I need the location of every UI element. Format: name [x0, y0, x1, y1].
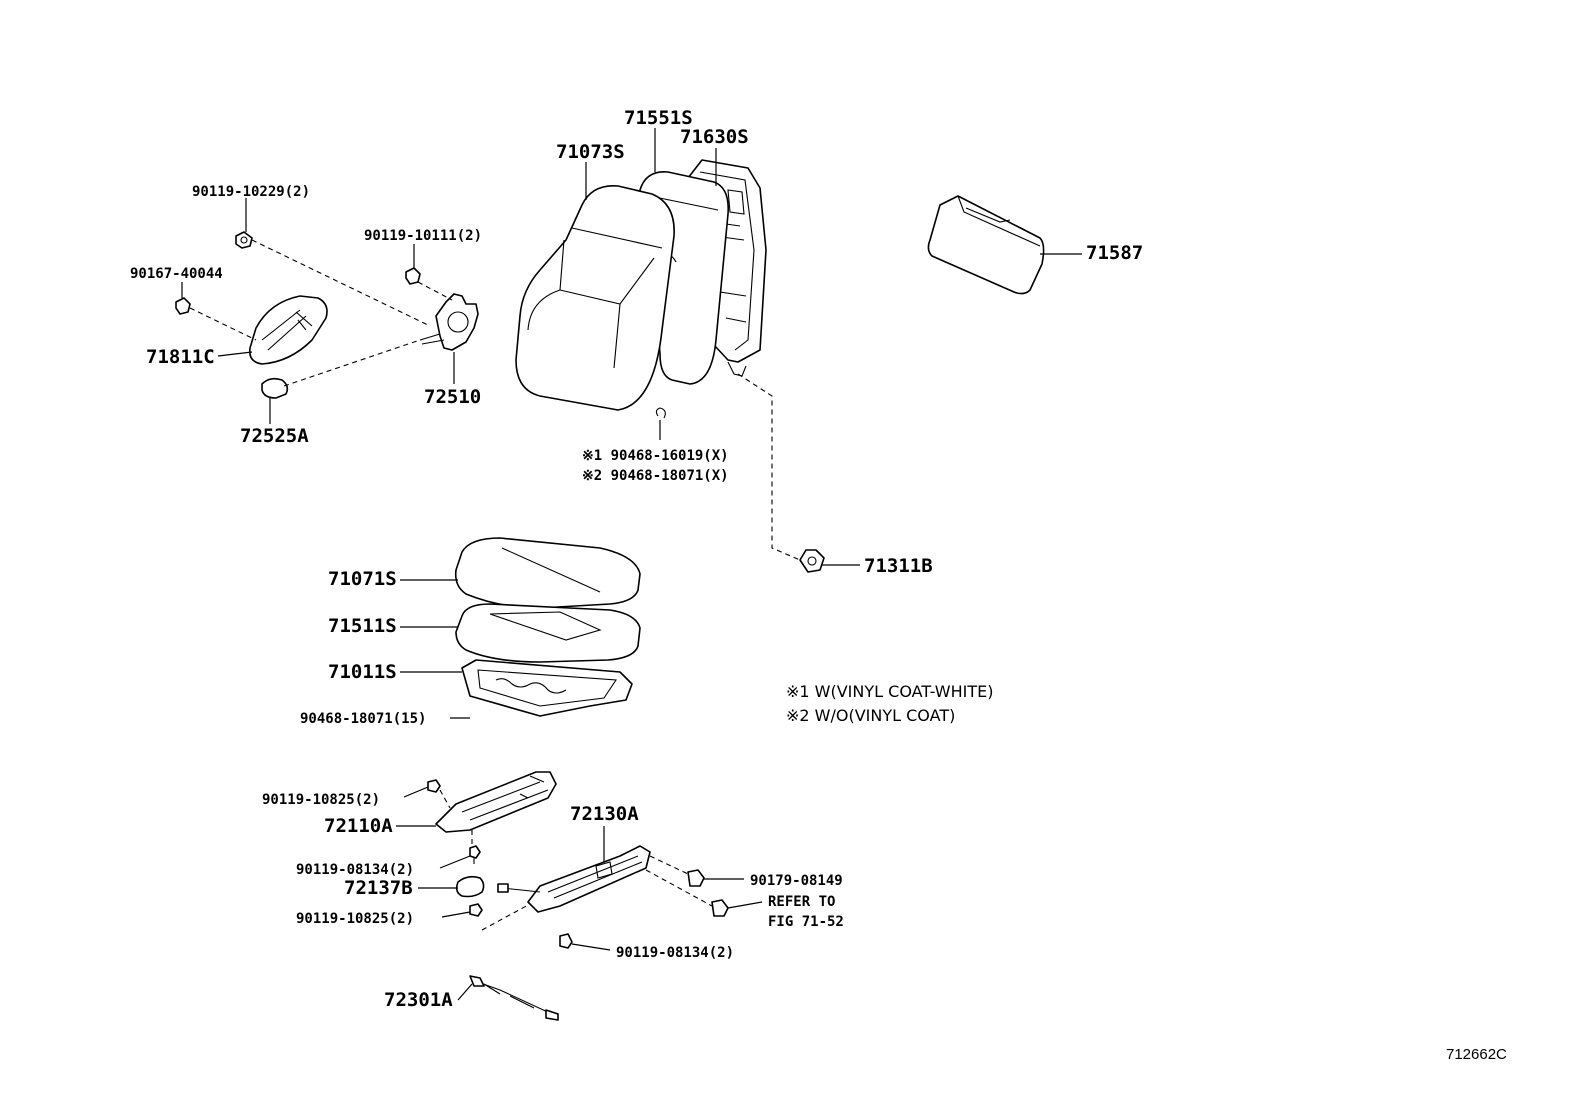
- seat-back-cover-71073s: [515, 185, 675, 411]
- bolt-90119-10229: [235, 231, 253, 249]
- label-90468-18071-15: 90468-18071(15): [300, 711, 426, 727]
- nut-refer-fig-71-52: [711, 899, 729, 917]
- label-72525a: 72525A: [240, 425, 309, 447]
- cover-72137b: [455, 875, 485, 898]
- recliner-cover-71811c: [248, 295, 328, 365]
- label-71630s: 71630S: [680, 126, 749, 148]
- bolt-90119-10111: [405, 267, 421, 285]
- bolt-90119-10825-b: [469, 903, 483, 917]
- label-90119-08134-b: 90119-08134(2): [616, 945, 734, 961]
- bolt-90119-08134-a: [469, 845, 481, 864]
- label-refer-to: REFER TO: [768, 894, 835, 910]
- label-71071s: 71071S: [328, 568, 397, 590]
- label-90119-10825-b: 90119-10825(2): [296, 911, 414, 927]
- nut-90179-08149: [687, 869, 705, 887]
- label-72510: 72510: [424, 386, 481, 408]
- label-90179-08149: 90179-08149: [750, 873, 843, 889]
- label-72301a: 72301A: [384, 989, 453, 1011]
- label-71311b: 71311B: [864, 555, 933, 577]
- label-71587: 71587: [1086, 242, 1143, 264]
- cable-72301a: [469, 975, 559, 1021]
- label-90468-16019: ※1 90468-16019(X): [582, 448, 729, 464]
- seat-track-72130a: [497, 845, 651, 913]
- label-90119-10229: 90119-10229(2): [192, 184, 310, 200]
- note-1: ※1 W(VINYL COAT-WHITE): [786, 682, 993, 701]
- label-71073s: 71073S: [556, 141, 625, 163]
- label-refer-fig: FIG 71-52: [768, 914, 844, 930]
- seat-cushion-frame-71011s: [461, 659, 633, 717]
- recliner-72510: [419, 293, 479, 351]
- label-90119-10111: 90119-10111(2): [364, 228, 482, 244]
- nut-71311b: [799, 549, 825, 573]
- figure-code: 712662C: [1446, 1046, 1507, 1063]
- seat-cushion-cover-71071s: [454, 537, 641, 609]
- bolt-90119-10825-a: [427, 779, 441, 793]
- label-90167-40044: 90167-40044: [130, 266, 223, 282]
- label-72137b: 72137B: [344, 877, 413, 899]
- bolt-90119-08134-b: [559, 933, 573, 949]
- screw-90167-40044: [175, 297, 191, 315]
- label-71811c: 71811C: [146, 346, 215, 368]
- label-71011s: 71011S: [328, 661, 397, 683]
- label-72130a: 72130A: [570, 803, 639, 825]
- recliner-knob-72525a: [261, 377, 289, 399]
- note-2: ※2 W/O(VINYL COAT): [786, 706, 955, 725]
- seat-track-72110a: [435, 771, 557, 833]
- seat-cushion-pad-71511s: [455, 603, 641, 663]
- label-90119-10825-a: 90119-10825(2): [262, 792, 380, 808]
- label-71551s: 71551S: [624, 107, 693, 129]
- label-71511s: 71511S: [328, 615, 397, 637]
- seat-back-board-71587: [927, 195, 1045, 295]
- label-72110a: 72110A: [324, 815, 393, 837]
- label-90468-18071-x: ※2 90468-18071(X): [582, 468, 729, 484]
- label-90119-08134-a: 90119-08134(2): [296, 862, 414, 878]
- hog-ring-90468: [655, 407, 666, 419]
